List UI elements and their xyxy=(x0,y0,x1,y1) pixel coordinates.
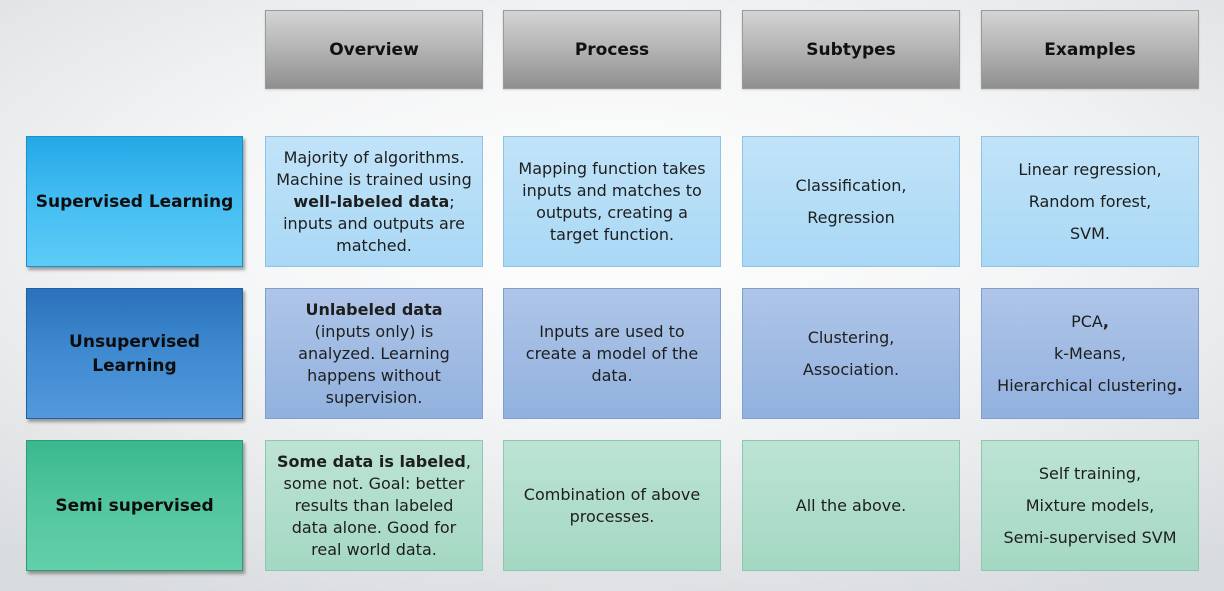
text-run: Linear regression, xyxy=(1018,159,1162,179)
semi-supervised-subtypes-cell: All the above. xyxy=(742,440,960,571)
semi-supervised-overview-cell: Some data is labeled, some not. Goal: be… xyxy=(265,440,483,571)
subtypes-list: Classification, Regression xyxy=(796,170,907,234)
text-run: Random forest, xyxy=(1028,191,1152,211)
list-item: Association. xyxy=(802,359,900,379)
row-header-label: Semi supervised xyxy=(55,495,214,516)
column-header-label: Examples xyxy=(1044,39,1136,60)
unsupervised-subtypes-cell: Clustering, Association. xyxy=(742,288,960,419)
text-run: Mixture models, xyxy=(1025,495,1155,515)
bold-text: well-labeled data xyxy=(293,191,450,211)
row-header-supervised: Supervised Learning xyxy=(26,136,243,267)
process-text: Inputs are used to create a model of the… xyxy=(525,321,699,385)
column-header-subtypes: Subtypes xyxy=(742,10,960,89)
list-item: PCA, xyxy=(997,306,1183,338)
text-run: Semi-supervised SVM xyxy=(1003,527,1177,547)
supervised-process-cell: Mapping function takes inputs and matche… xyxy=(503,136,721,267)
column-header-label: Subtypes xyxy=(806,39,896,60)
text-run: Hierarchical clustering xyxy=(997,375,1177,395)
text-run: , some not. Goal: better results than la… xyxy=(283,451,471,559)
row-header-label: Supervised Learning xyxy=(35,191,234,212)
column-header-label: Overview xyxy=(329,39,419,60)
text-run: k-Means, xyxy=(1053,343,1127,363)
column-header-examples: Examples xyxy=(981,10,1199,89)
column-header-overview: Overview xyxy=(265,10,483,89)
examples-list: PCA, k-Means, Hierarchical clustering. xyxy=(997,306,1183,402)
bold-text: , xyxy=(1102,311,1109,331)
list-item: Classification, xyxy=(795,175,907,195)
bold-text: Unlabeled data xyxy=(305,299,443,319)
bold-text: Some data is labeled xyxy=(277,451,466,471)
overview-text: Some data is labeled, some not. Goal: be… xyxy=(276,451,472,561)
subtypes-list: All the above. xyxy=(796,490,906,522)
row-header-unsupervised: Unsupervised Learning xyxy=(26,288,243,419)
text-run: SVM. xyxy=(1070,223,1110,243)
supervised-examples-cell: Linear regression, Random forest, SVM. xyxy=(981,136,1199,267)
list-item: Semi-supervised SVM xyxy=(1003,522,1176,554)
process-text: Combination of above processes. xyxy=(523,484,701,526)
text-run: ; inputs and outputs are matched. xyxy=(283,191,465,255)
list-item: All the above. xyxy=(795,495,907,515)
list-item: SVM. xyxy=(1018,218,1161,250)
list-item: k-Means, xyxy=(997,338,1183,370)
column-header-label: Process xyxy=(574,39,650,60)
bold-text: . xyxy=(1176,375,1183,395)
list-item: Self training, xyxy=(1003,458,1176,490)
text-run: Majority of algorithms. Machine is train… xyxy=(276,147,472,189)
row-header-semi-supervised: Semi supervised xyxy=(26,440,243,571)
text-run: Self training, xyxy=(1038,463,1142,483)
text-run: PCA xyxy=(1071,311,1103,331)
list-item: Mixture models, xyxy=(1003,490,1176,522)
overview-text: Unlabeled data (inputs only) is analyzed… xyxy=(276,299,472,409)
examples-list: Linear regression, Random forest, SVM. xyxy=(1018,154,1161,250)
list-item: Clustering, xyxy=(807,327,895,347)
process-text: Mapping function takes inputs and matche… xyxy=(518,158,706,244)
supervised-subtypes-cell: Classification, Regression xyxy=(742,136,960,267)
semi-supervised-process-cell: Combination of above processes. xyxy=(503,440,721,571)
list-item: Hierarchical clustering. xyxy=(997,370,1183,402)
column-header-process: Process xyxy=(503,10,721,89)
row-header-label: Unsupervised Learning xyxy=(69,331,200,376)
unsupervised-process-cell: Inputs are used to create a model of the… xyxy=(503,288,721,419)
list-item: Regression xyxy=(807,207,895,227)
text-run: (inputs only) is analyzed. Learning happ… xyxy=(298,321,450,407)
unsupervised-overview-cell: Unlabeled data (inputs only) is analyzed… xyxy=(265,288,483,419)
overview-text: Majority of algorithms. Machine is train… xyxy=(276,147,472,257)
examples-list: Self training, Mixture models, Semi-superv… xyxy=(1003,458,1176,554)
subtypes-list: Clustering, Association. xyxy=(803,322,899,386)
unsupervised-examples-cell: PCA, k-Means, Hierarchical clustering. xyxy=(981,288,1199,419)
semi-supervised-examples-cell: Self training, Mixture models, Semi-superv… xyxy=(981,440,1199,571)
supervised-overview-cell: Majority of algorithms. Machine is train… xyxy=(265,136,483,267)
list-item: Linear regression, xyxy=(1018,154,1161,186)
list-item: Random forest, xyxy=(1018,186,1161,218)
